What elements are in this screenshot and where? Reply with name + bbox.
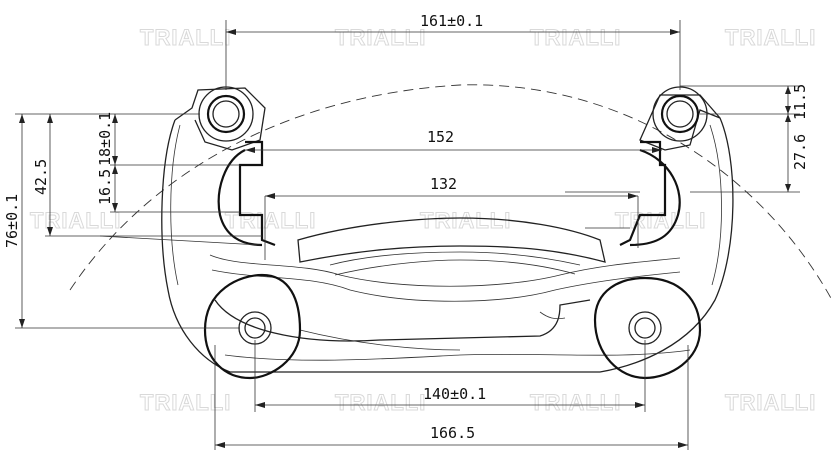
watermark: TRIALLI	[420, 208, 511, 233]
disc-outline-arc	[69, 84, 833, 301]
watermark: TRIALLI	[140, 25, 231, 50]
watermark: TRIALLI	[530, 390, 621, 415]
dimension-labels: 161±0.1 152 132 140±0.1 166.5 11.5 27.6 …	[3, 12, 809, 442]
watermark-layer: TRIALLI TRIALLI TRIALLI TRIALLI TRIALLI …	[30, 25, 816, 416]
dim-label-42-5: 42.5	[32, 159, 50, 195]
watermark: TRIALLI	[725, 25, 816, 50]
watermark: TRIALLI	[140, 390, 231, 415]
dim-label-161: 161±0.1	[420, 12, 483, 30]
dim-label-140: 140±0.1	[423, 385, 486, 403]
watermark: TRIALLI	[30, 208, 121, 233]
dimension-lines	[15, 20, 800, 450]
upper-right-lug	[652, 86, 708, 142]
watermark: TRIALLI	[615, 208, 706, 233]
dim-label-166-5: 166.5	[430, 424, 475, 442]
watermark: TRIALLI	[725, 390, 816, 415]
watermark: TRIALLI	[335, 390, 426, 415]
watermark: TRIALLI	[335, 25, 426, 50]
upper-left-lug	[198, 86, 254, 142]
dim-label-18: 18±0.1	[96, 112, 114, 166]
lower-right-bolt	[593, 276, 702, 380]
dim-label-76: 76±0.1	[3, 194, 21, 248]
dim-label-11-5: 11.5	[791, 84, 809, 120]
dim-label-132: 132	[430, 175, 457, 193]
dim-label-16-5: 16.5	[96, 169, 114, 205]
dim-label-27-6: 27.6	[791, 134, 809, 170]
watermark: TRIALLI	[530, 25, 621, 50]
caliper-body	[161, 87, 734, 373]
dim-label-152: 152	[427, 128, 454, 146]
